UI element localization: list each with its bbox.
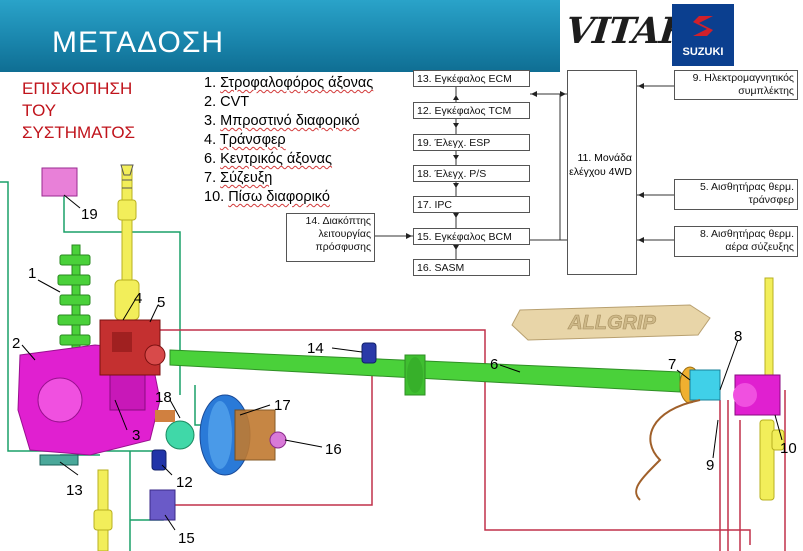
callout-6: 6 [490, 356, 498, 373]
harness [635, 399, 701, 501]
ecm-box: 13. Εγκέφαλος ECM [413, 70, 530, 87]
bus-arrows [406, 83, 644, 250]
callout-18: 18 [155, 389, 172, 406]
ps-box: 18. Έλεγχ. P/S [413, 165, 530, 182]
callout-8: 8 [734, 328, 742, 345]
yellow-axles [93, 164, 785, 551]
4wd-control-unit-label: 11. Μονάδα ελέγχου 4WD [569, 152, 632, 178]
overview-line: ΣΥΣΤΗΜΑΤΟΣ [22, 123, 136, 142]
traction-switch [361, 342, 377, 364]
callout-17: 17 [274, 397, 291, 414]
callout-13: 13 [66, 482, 83, 499]
callout-2: 2 [12, 335, 20, 352]
center-shaft [169, 349, 681, 396]
callout-9: 9 [706, 457, 714, 474]
suzuki-logo: SUZUKI [672, 4, 734, 66]
callout-12: 12 [176, 474, 193, 491]
overview-line: ΤΟΥ [22, 101, 57, 120]
callout-10: 10 [780, 440, 797, 457]
bcm-unit [149, 489, 176, 521]
ipc-box: 17. IPC [413, 196, 530, 213]
coupling [679, 366, 721, 404]
legend-item: 1. Στροφαλοφόρος άξονας [204, 75, 374, 91]
esp-box: 19. Έλεγχ. ESP [413, 134, 530, 151]
legend-item: 4. Τράνσφερ [204, 132, 286, 148]
transfer-case [99, 319, 166, 376]
suzuki-s-icon [693, 16, 713, 36]
callout-16: 16 [325, 441, 342, 458]
allgrip-text: ALLGRIP [567, 312, 656, 334]
legend-item: 6. Κεντρικός άξονας [204, 151, 333, 167]
component-legend: 1. Στροφαλοφόρος άξονας 2. CVT 3. Μπροστ… [204, 74, 373, 207]
legend-item: 10. Πίσω διαφορικό [204, 189, 330, 205]
callout-7: 7 [668, 356, 676, 373]
callout-4: 4 [134, 290, 142, 307]
legend-item: 2. CVT [204, 94, 250, 110]
sasm-unit [269, 431, 287, 449]
coupling-air-temp-box: 8. Αισθητήρας θερμ. αέρα σύζευξης [674, 226, 798, 257]
overview-line: ΕΠΙΣΚΟΠΗΣΗ [22, 79, 133, 98]
legend-item: 3. Μπροστινό διαφορικό [204, 113, 360, 129]
callout-1: 1 [28, 265, 36, 282]
transfer-temp-box: 5. Αισθητήρας θερμ. τράνσφερ [674, 179, 798, 210]
crankshaft [57, 244, 91, 366]
traction-switch-box: 14. Διακόπτης λειτουργίας πρόσφυσης [286, 213, 375, 262]
callout-15: 15 [178, 530, 195, 547]
allgrip-badge: ALLGRIP [511, 304, 711, 341]
ipc-booster [199, 394, 276, 476]
callout-5: 5 [157, 294, 165, 311]
system-overview-heading: ΕΠΙΣΚΟΠΗΣΗ ΤΟΥ ΣΥΣΤΗΜΑΤΟΣ [22, 78, 135, 144]
callout-14: 14 [307, 340, 324, 357]
callout-lines [21, 194, 783, 531]
page-title: ΜΕΤΑΔΟΣΗ [52, 26, 225, 59]
clutch-box: 9. Ηλεκτρομαγνητικός συμπλέκτης [674, 70, 798, 100]
red-wiring [150, 329, 786, 551]
bcm-box: 15. Εγκέφαλος BCM [413, 228, 530, 245]
suzuki-logo-text: SUZUKI [682, 46, 724, 58]
front-axle-boot [120, 164, 134, 189]
sasm-box: 16. SASM [413, 259, 530, 276]
legend-item: 7. Σύζευξη [204, 170, 273, 186]
ps-unit [155, 410, 195, 450]
4wd-control-unit-box: 11. Μονάδα ελέγχου 4WD [567, 70, 637, 275]
tcm-box: 12. Εγκέφαλος TCM [413, 102, 530, 119]
esp-unit [41, 167, 78, 197]
callout-19: 19 [81, 206, 98, 223]
ecm-unit [39, 454, 79, 466]
callout-3: 3 [132, 427, 140, 444]
rear-differential [733, 374, 781, 416]
